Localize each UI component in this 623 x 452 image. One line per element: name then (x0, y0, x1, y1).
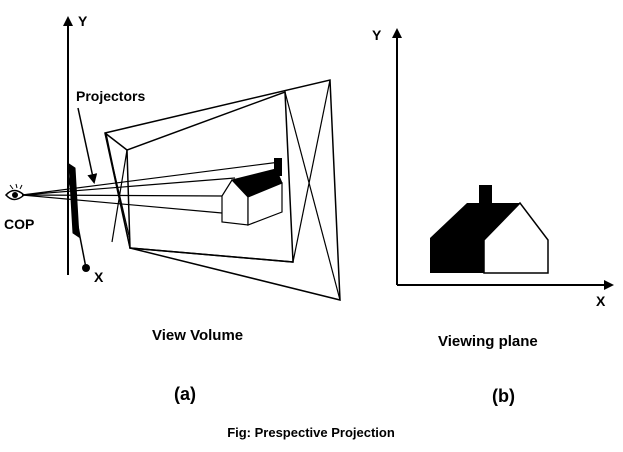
projector-line-2 (21, 194, 223, 197)
house-3d (221, 158, 283, 226)
viewing-plane-figure: Y X Viewing plane (b) (372, 27, 614, 406)
viewing-plane-caption: Viewing plane (438, 333, 538, 350)
right-sublabel: (b) (492, 386, 515, 406)
far-plane-diagonal-1 (284, 91, 341, 301)
near-frame-x-3 (104, 132, 131, 241)
right-x-axis-label: X (596, 293, 606, 309)
house-2d-front (483, 201, 549, 274)
far-plane-diagonal-2 (292, 79, 331, 263)
cop-label: COP (4, 216, 34, 232)
projector-line-3 (21, 194, 223, 214)
projection-plane (68, 163, 80, 238)
projector-line-4 (21, 177, 236, 196)
view-volume-figure: Y X Projectors COP (4, 13, 341, 404)
projectors-arrow (77, 107, 98, 184)
house-3d-side (247, 182, 283, 226)
near-plane-diagonal-2 (129, 247, 294, 263)
left-x-axis-label: X (94, 269, 104, 285)
house-3d-chimney (274, 158, 282, 176)
house-2d (430, 185, 549, 274)
left-sublabel: (a) (174, 384, 196, 404)
left-x-axis-end (82, 264, 90, 272)
figure-caption: Fig: Prespective Projection (227, 425, 395, 440)
projectors-label: Projectors (76, 88, 145, 104)
right-y-axis-label: Y (372, 27, 382, 43)
view-volume-caption: View Volume (152, 327, 243, 344)
house-2d-roof (430, 203, 520, 240)
projector-line-1 (21, 161, 281, 196)
house-2d-left-wall (430, 238, 484, 273)
left-y-axis-label: Y (78, 13, 88, 29)
near-plane-diagonal-1 (104, 132, 128, 151)
eye-icon (4, 183, 26, 201)
far-plane (104, 79, 341, 301)
